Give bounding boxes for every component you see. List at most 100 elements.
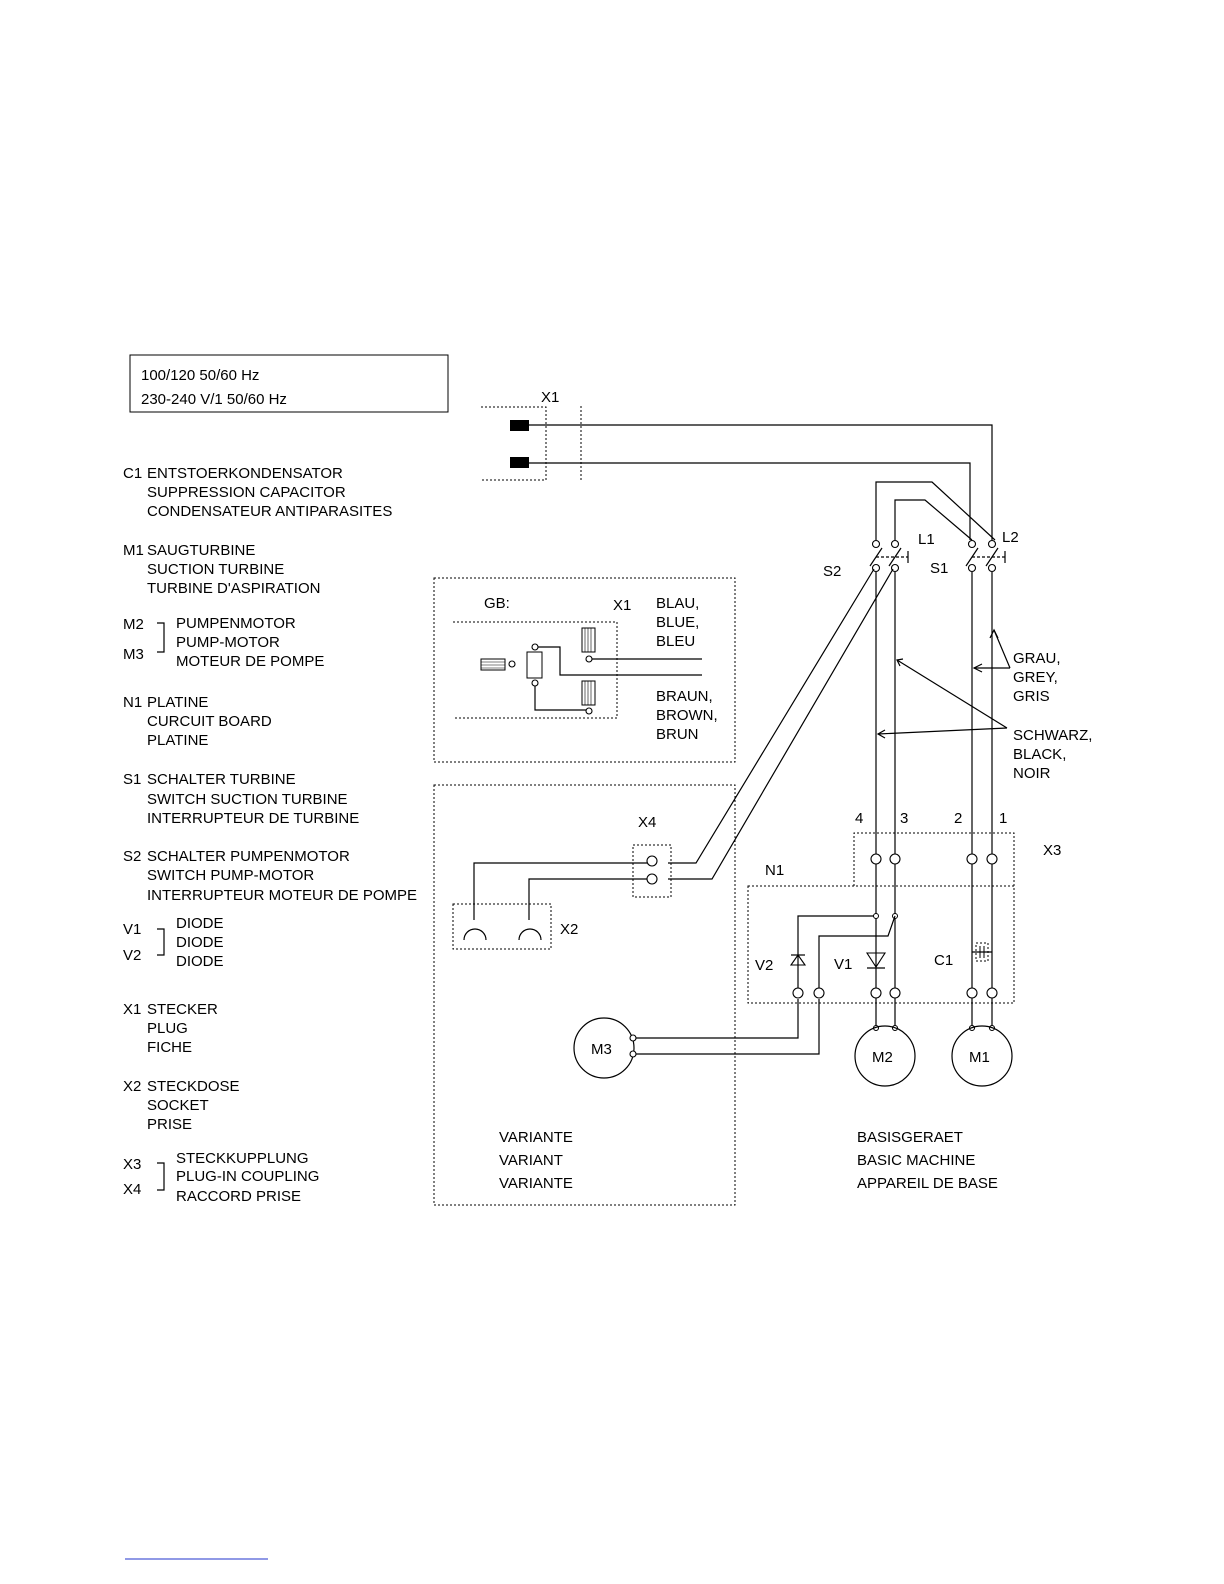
legend-code-v2: V2 [123, 947, 141, 964]
plug-x1: X1 [481, 389, 582, 481]
m3-lead-2 [636, 999, 820, 1055]
x4-terminal-2 [646, 873, 658, 885]
grey-label-en: GREY, [1013, 669, 1058, 686]
legend-x-de: STECKKUPPLUNG [176, 1150, 309, 1167]
variant-en: VARIANT [499, 1152, 563, 1169]
x4-label: X4 [638, 814, 656, 831]
legend-m2-fr: MOTEUR DE POMPE [176, 653, 324, 670]
legend-x-en: PLUG-IN COUPLING [176, 1168, 319, 1185]
black-label-en: BLACK, [1013, 746, 1066, 763]
legend-c1-en: SUPPRESSION CAPACITOR [147, 484, 346, 501]
legend-n1-en: CURCUIT BOARD [147, 713, 272, 730]
legend-m2-en: PUMP-MOTOR [176, 634, 280, 651]
lead-pin2-to-s1 [529, 462, 971, 540]
legend-code-c1: C1 [123, 465, 142, 482]
black-label-de: SCHWARZ, [1013, 727, 1092, 744]
legend-n1-de: PLATINE [147, 694, 208, 711]
gb-blue-de: BLAU, [656, 595, 699, 612]
gb-blue-fr: BLEU [656, 633, 695, 650]
legend-m2-de: PUMPENMOTOR [176, 615, 296, 632]
grey-label-de: GRAU, [1013, 650, 1061, 667]
legend-x-fr: RACCORD PRISE [176, 1188, 301, 1205]
legend-x1-en: PLUG [147, 1020, 188, 1037]
x2-feed-a [473, 862, 647, 920]
terminal-3-number: 3 [900, 810, 908, 827]
plug-label: X1 [541, 389, 559, 406]
legend-code-x1: X1 [123, 1001, 141, 1018]
legend-code-s2: S2 [123, 848, 141, 865]
component-legend: C1 ENTSTOERKONDENSATOR SUPPRESSION CAPAC… [123, 465, 417, 1205]
motor-m2-label: M2 [872, 1049, 893, 1066]
legend-v-fr: DIODE [176, 953, 224, 970]
legend-code-n1: N1 [123, 694, 142, 711]
legend-code-m2: M2 [123, 616, 144, 633]
v2-label: V2 [755, 957, 773, 974]
switch-s2-label: S2 [823, 563, 841, 580]
variant-de: VARIANTE [499, 1129, 573, 1146]
x4-terminal-1 [646, 855, 658, 867]
x2-label: X2 [560, 921, 578, 938]
basic-machine-fr: APPAREIL DE BASE [857, 1175, 998, 1192]
x2-feed-b [528, 878, 647, 920]
basic-machine-de: BASISGERAET [857, 1129, 963, 1146]
motor-m1-label: M1 [969, 1049, 990, 1066]
legend-m1-de: SAUGTURBINE [147, 542, 255, 559]
motor-m3-label: M3 [591, 1041, 612, 1058]
m3-lead-1 [636, 999, 799, 1039]
plug-pin-1 [510, 420, 529, 431]
jumper-s2-b [894, 499, 973, 541]
variant-fr: VARIANTE [499, 1175, 573, 1192]
cable-x4-a [668, 568, 875, 864]
legend-s1-en: SWITCH SUCTION TURBINE [147, 791, 348, 808]
cable-x4-b [668, 568, 894, 880]
legend-x2-de: STECKDOSE [147, 1078, 240, 1095]
socket-contact-2 [518, 928, 542, 941]
legend-code-m1: M1 [123, 542, 144, 559]
voltage-line-1: 100/120 50/60 Hz [141, 367, 259, 384]
legend-x1-de: STECKER [147, 1001, 218, 1018]
legend-code-s1: S1 [123, 771, 141, 788]
legend-s1-fr: INTERRUPTEUR DE TURBINE [147, 810, 359, 827]
x3-label: X3 [1043, 842, 1061, 859]
legend-bracket-x3x4 [157, 1162, 165, 1191]
gb-title: GB: [484, 595, 510, 612]
switch-s1: S1 L2 [930, 529, 1019, 577]
motor-m2 [854, 1025, 916, 1087]
motor-m3 [573, 1017, 635, 1079]
lead-pin1-to-s1 [529, 424, 993, 540]
coupling-x3: 4 3 2 1 X3 [853, 810, 1061, 886]
grey-label-fr: GRIS [1013, 688, 1050, 705]
diode-v1 [865, 952, 887, 969]
legend-code-x4: X4 [123, 1181, 141, 1198]
basic-machine-en: BASIC MACHINE [857, 1152, 975, 1169]
gb-brown-de: BRAUN, [656, 688, 713, 705]
gb-blue-en: BLUE, [656, 614, 699, 631]
gb-plug-detail: GB: X1 BLAU, BLUE, BLEU BRAUN, BROWN, BR… [433, 577, 736, 763]
legend-x2-en: SOCKET [147, 1097, 209, 1114]
voltage-box: 100/120 50/60 Hz 230-240 V/1 50/60 Hz [129, 354, 449, 413]
c1-label: C1 [934, 952, 953, 969]
n1-label: N1 [765, 862, 784, 879]
plug-pin-2 [510, 457, 529, 468]
legend-c1-fr: CONDENSATEUR ANTIPARASITES [147, 503, 392, 520]
legend-v-de: DIODE [176, 915, 224, 932]
jumper-s2-a [875, 481, 996, 541]
switch-s1-label: S1 [930, 560, 948, 577]
legend-code-m3: M3 [123, 646, 144, 663]
legend-x1-fr: FICHE [147, 1039, 192, 1056]
socket-contact-1 [463, 928, 487, 941]
legend-x2-fr: PRISE [147, 1116, 192, 1133]
voltage-line-2: 230-240 V/1 50/60 Hz [141, 391, 287, 408]
legend-s1-de: SCHALTER TURBINE [147, 771, 296, 788]
v1-label: V1 [834, 956, 852, 973]
legend-n1-fr: PLATINE [147, 732, 208, 749]
legend-code-x2: X2 [123, 1078, 141, 1095]
legend-s2-fr: INTERRUPTEUR MOTEUR DE POMPE [147, 887, 417, 904]
legend-bracket-m2m3 [157, 622, 165, 653]
black-label-fr: NOIR [1013, 765, 1051, 782]
legend-s2-de: SCHALTER PUMPENMOTOR [147, 848, 350, 865]
terminal-2-number: 2 [954, 810, 962, 827]
terminal-4-number: 4 [855, 810, 863, 827]
wire-color-callouts: GRAU, GREY, GRIS SCHWARZ, BLACK, NOIR [876, 628, 1092, 782]
